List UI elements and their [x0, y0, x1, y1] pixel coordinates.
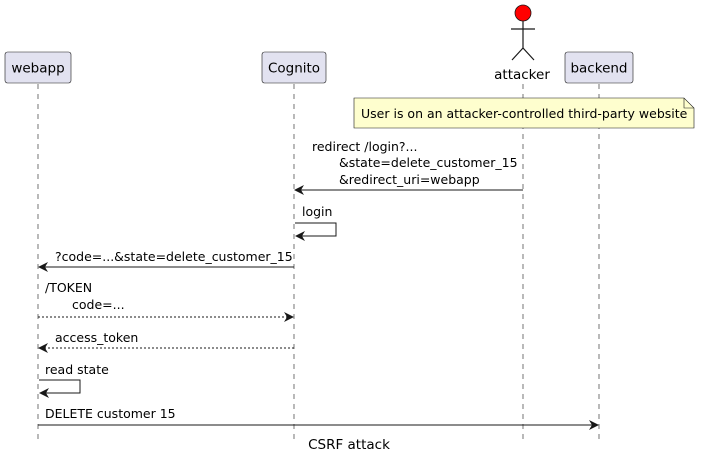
message-login: login [295, 204, 337, 241]
message-read-state-label: read state [45, 362, 109, 377]
participant-attacker: attacker [494, 4, 550, 83]
message-delete-customer: DELETE customer 15 [38, 406, 599, 430]
message-token: /TOKEN code=... [38, 280, 294, 322]
message-token-line-1: /TOKEN [45, 280, 92, 295]
message-token-line-2: code=... [72, 297, 125, 312]
participant-webapp-label: webapp [11, 61, 64, 77]
note: User is on an attacker-controlled third-… [353, 97, 695, 129]
message-access-token: access_token [38, 330, 294, 353]
message-delete-customer-label: DELETE customer 15 [45, 406, 176, 421]
message-code-state: ?code=...&state=delete_customer_15 [38, 249, 294, 272]
message-login-arrow [295, 222, 337, 241]
message-read-state: read state [39, 362, 109, 398]
participant-backend-box [564, 51, 634, 84]
attacker-right-leg-icon [522, 47, 535, 61]
message-redirect-login-line-2: &state=delete_customer_15 [339, 155, 518, 170]
participant-backend-label: backend [570, 61, 627, 77]
message-access-token-label: access_token [55, 330, 138, 345]
participant-cognito: Cognito [261, 51, 327, 84]
message-redirect-login-line-1: redirect /login?... [312, 139, 417, 154]
diagram-caption: CSRF attack [308, 437, 390, 453]
participant-webapp: webapp [4, 51, 72, 84]
note-fold-icon [683, 98, 694, 109]
participant-backend: backend [564, 51, 634, 84]
note-box [353, 97, 695, 129]
attacker-head-icon [514, 4, 532, 22]
message-redirect-login-line-3: &redirect_uri=webapp [339, 172, 480, 187]
note-text: User is on an attacker-controlled third-… [361, 106, 688, 121]
participant-cognito-label: Cognito [268, 61, 320, 77]
attacker-left-leg-icon [511, 47, 524, 61]
message-login-label: login [302, 204, 332, 219]
message-redirect-login: redirect /login?... &state=delete_custom… [294, 139, 523, 195]
message-read-state-arrow [39, 379, 81, 398]
participant-cognito-box [261, 51, 327, 84]
message-code-state-label: ?code=...&state=delete_customer_15 [55, 249, 293, 264]
participant-webapp-box [4, 51, 72, 84]
participant-attacker-label: attacker [494, 67, 550, 83]
